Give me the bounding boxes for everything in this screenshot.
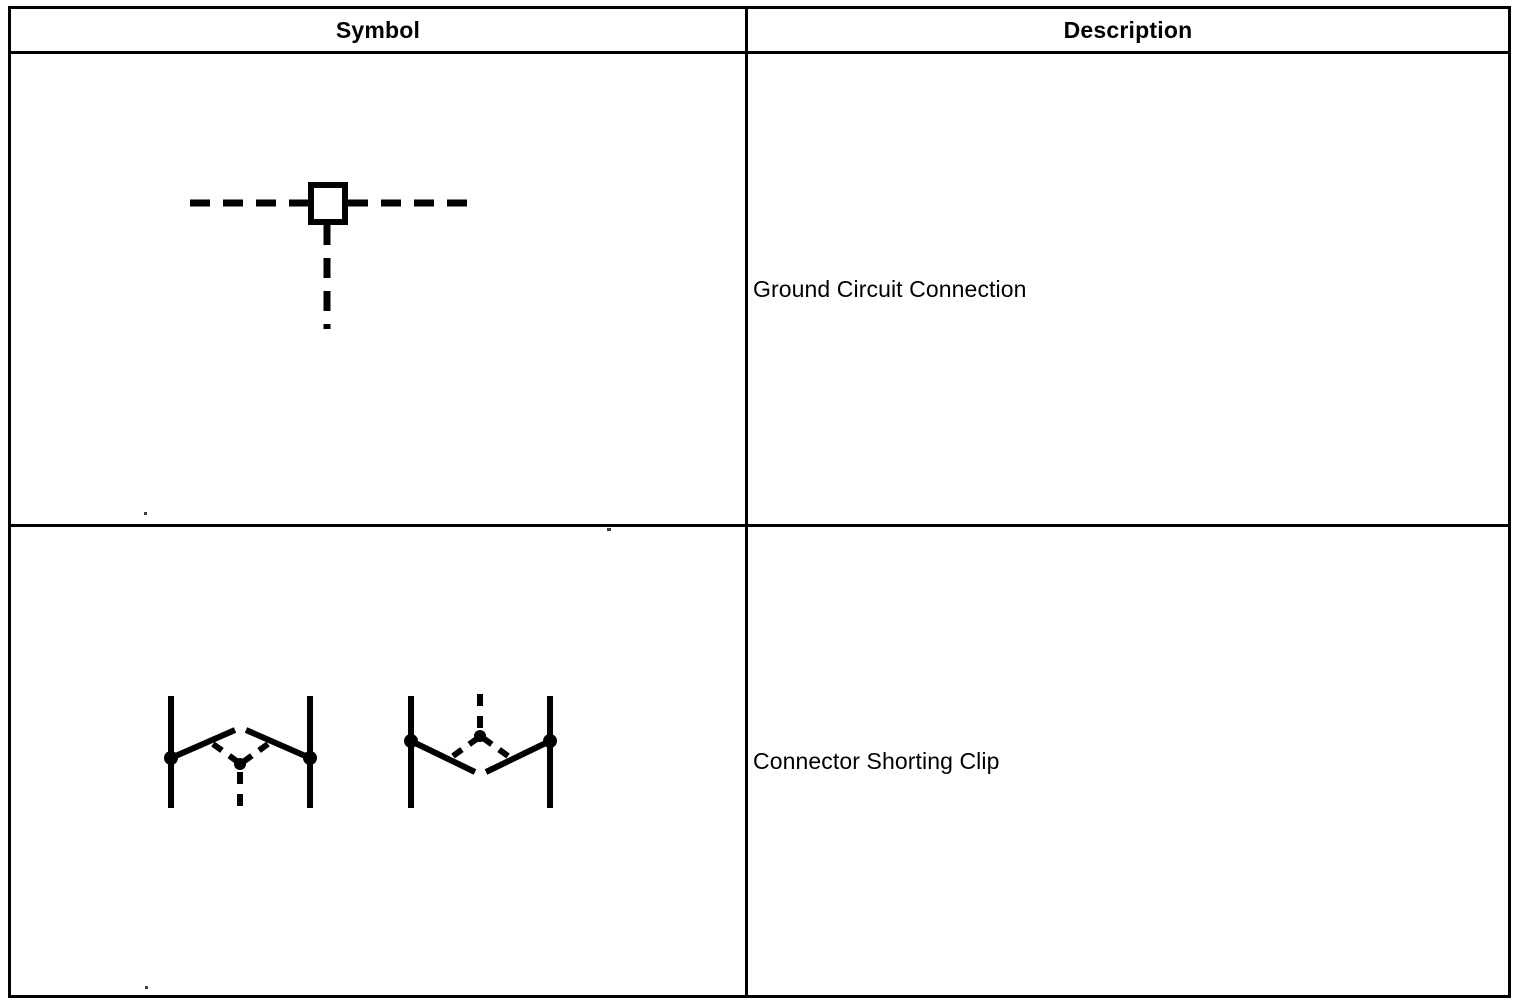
clip-arm-right bbox=[484, 738, 552, 775]
symbol-cell-shorting-clip bbox=[8, 524, 748, 998]
terminal-dot-left bbox=[164, 751, 178, 765]
ground-square-outline bbox=[308, 182, 348, 225]
ground-circuit-connection-symbol bbox=[190, 182, 468, 329]
dashed-branch-right bbox=[481, 735, 510, 759]
table-header-row: Symbol Description bbox=[8, 6, 1511, 54]
description-label: Ground Circuit Connection bbox=[753, 275, 1027, 302]
scan-speck bbox=[144, 512, 147, 515]
connector-shorting-clip-symbol bbox=[164, 694, 557, 808]
description-cell-ground: Ground Circuit Connection bbox=[745, 51, 1511, 527]
shorting-clip-left bbox=[164, 696, 317, 808]
dashed-branch-left bbox=[211, 741, 240, 765]
table-row: Ground Circuit Connection bbox=[8, 51, 1511, 527]
clip-arm-left bbox=[409, 738, 477, 775]
dashed-branch-left bbox=[451, 735, 480, 759]
scan-speck bbox=[607, 528, 611, 531]
dashed-branch-right bbox=[241, 741, 270, 765]
terminal-dot-left bbox=[404, 734, 418, 748]
clip-arm-left bbox=[169, 727, 237, 761]
description-label: Connector Shorting Clip bbox=[753, 747, 1000, 774]
column-header-symbol: Symbol bbox=[8, 6, 748, 54]
symbol-legend-table: Symbol Description bbox=[8, 6, 1511, 998]
junction-node bbox=[474, 730, 486, 742]
table-row: Connector Shorting Clip bbox=[8, 524, 1511, 998]
symbol-cell-ground bbox=[8, 51, 748, 527]
clip-arm-right bbox=[244, 727, 312, 761]
terminal-dot-right bbox=[303, 751, 317, 765]
junction-node bbox=[234, 758, 246, 770]
column-header-description: Description bbox=[745, 6, 1511, 54]
shorting-clip-right bbox=[404, 694, 557, 808]
terminal-dot-right bbox=[543, 734, 557, 748]
scan-speck bbox=[145, 986, 148, 989]
description-cell-shorting-clip: Connector Shorting Clip bbox=[745, 524, 1511, 998]
